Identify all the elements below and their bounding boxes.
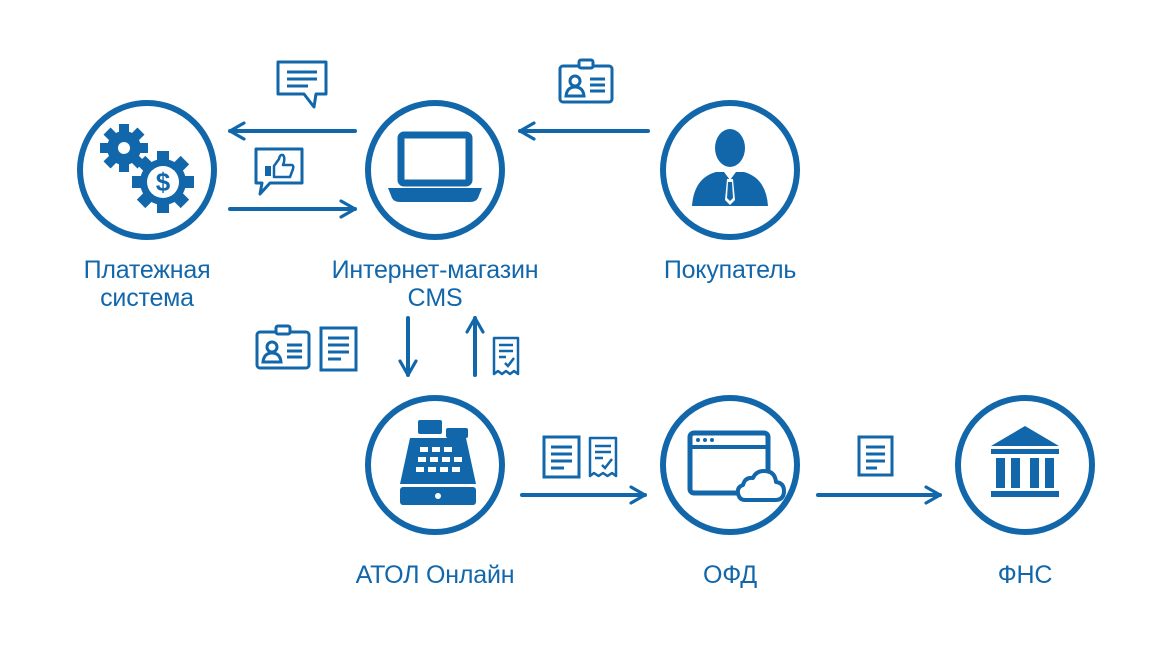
customer-label: Покупатель xyxy=(663,256,797,284)
svg-text:$: $ xyxy=(156,167,171,197)
online-store-label-line2: CMS xyxy=(407,284,463,312)
cash-register-icon xyxy=(400,420,476,505)
thumbs-up-message-icon xyxy=(254,147,304,196)
document-icon xyxy=(319,326,358,372)
ofd-label: ОФД xyxy=(703,561,757,589)
online-store-node xyxy=(365,100,505,240)
gears-dollar-icon: $ xyxy=(100,124,194,213)
person-tie-icon xyxy=(692,129,768,206)
atol-online-node xyxy=(365,395,505,535)
browser-cloud-icon xyxy=(687,430,786,502)
online-store-label: Интернет-магазин CMS xyxy=(300,256,570,312)
document-icon xyxy=(542,435,581,479)
payment-system-label-line2: система xyxy=(100,284,194,312)
receipt-check-icon xyxy=(492,336,520,376)
payment-system-node: $ xyxy=(77,100,217,240)
payment-system-label: Платежная система xyxy=(47,256,247,312)
bank-building-icon xyxy=(991,426,1059,497)
online-store-label-line1: Интернет-магазин xyxy=(331,256,539,284)
ofd-node xyxy=(660,395,800,535)
laptop-icon xyxy=(388,131,482,202)
payment-system-label-line1: Платежная xyxy=(83,256,211,284)
id-card-icon xyxy=(558,58,614,104)
document-icon xyxy=(857,435,894,477)
arrows xyxy=(228,121,942,505)
fns-label: ФНС xyxy=(997,561,1053,589)
message-icon xyxy=(276,60,328,109)
id-card-icon xyxy=(255,324,311,370)
customer-node xyxy=(660,100,800,240)
receipt-check-icon xyxy=(588,436,618,478)
fns-node xyxy=(955,395,1095,535)
atol-online-label: АТОЛ Онлайн xyxy=(355,561,515,589)
